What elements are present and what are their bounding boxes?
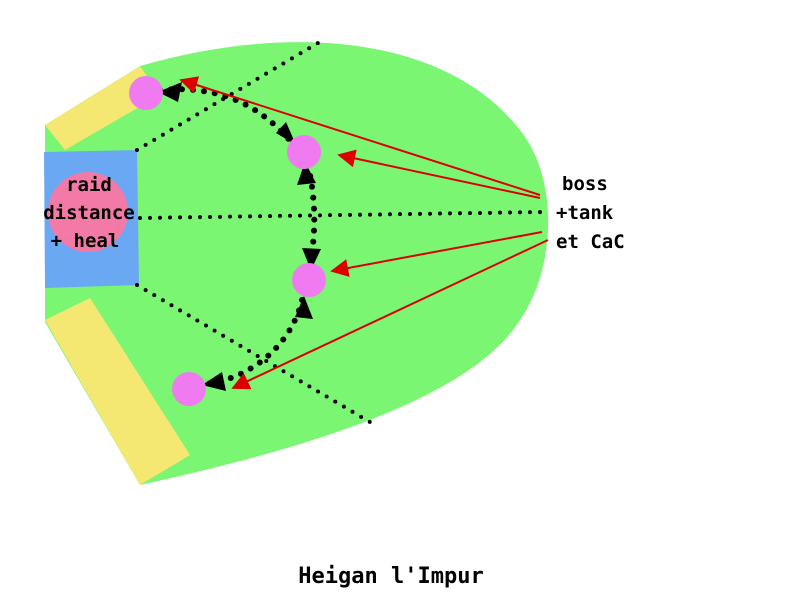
annotation-arrow-1 <box>179 76 541 196</box>
boss-label: boss +tank et CaC <box>556 173 625 253</box>
arrowhead-up-from-bottom <box>295 296 313 319</box>
boss-position-3 <box>292 263 326 297</box>
arrowhead-down <box>302 248 321 270</box>
raid-label: raid distance + heal <box>43 174 135 252</box>
arrowhead-to-bottom <box>202 372 226 391</box>
annotation-arrow-2 <box>337 149 541 199</box>
boss-position-4 <box>172 372 206 406</box>
raid-label-line-3: + heal <box>51 230 120 252</box>
path-arrowheads <box>158 82 321 391</box>
room-floor <box>45 42 549 485</box>
annotation-arrow-3 <box>330 231 543 277</box>
raid-label-line-1: raid <box>66 174 112 196</box>
boss-label-line-1: boss <box>562 173 608 195</box>
annotation-arrow-4 <box>231 239 549 390</box>
boss-label-line-3: et CaC <box>556 231 625 253</box>
arrowhead-up <box>297 162 316 185</box>
boss-markers <box>129 76 326 406</box>
arrowhead-to-top <box>158 82 182 102</box>
diagram-title: Heigan l'Impur <box>298 564 483 589</box>
boss-label-line-2: +tank <box>556 202 614 224</box>
safe-zone-bottom <box>45 298 190 485</box>
boss-position-2 <box>287 135 321 169</box>
annotation-arrows <box>179 76 549 390</box>
arrowhead-to-second <box>276 122 296 145</box>
divider-bottom <box>135 283 377 427</box>
raid-label-line-2: distance <box>43 202 135 224</box>
boss-position-1 <box>129 76 163 110</box>
raid-circle <box>48 172 128 252</box>
